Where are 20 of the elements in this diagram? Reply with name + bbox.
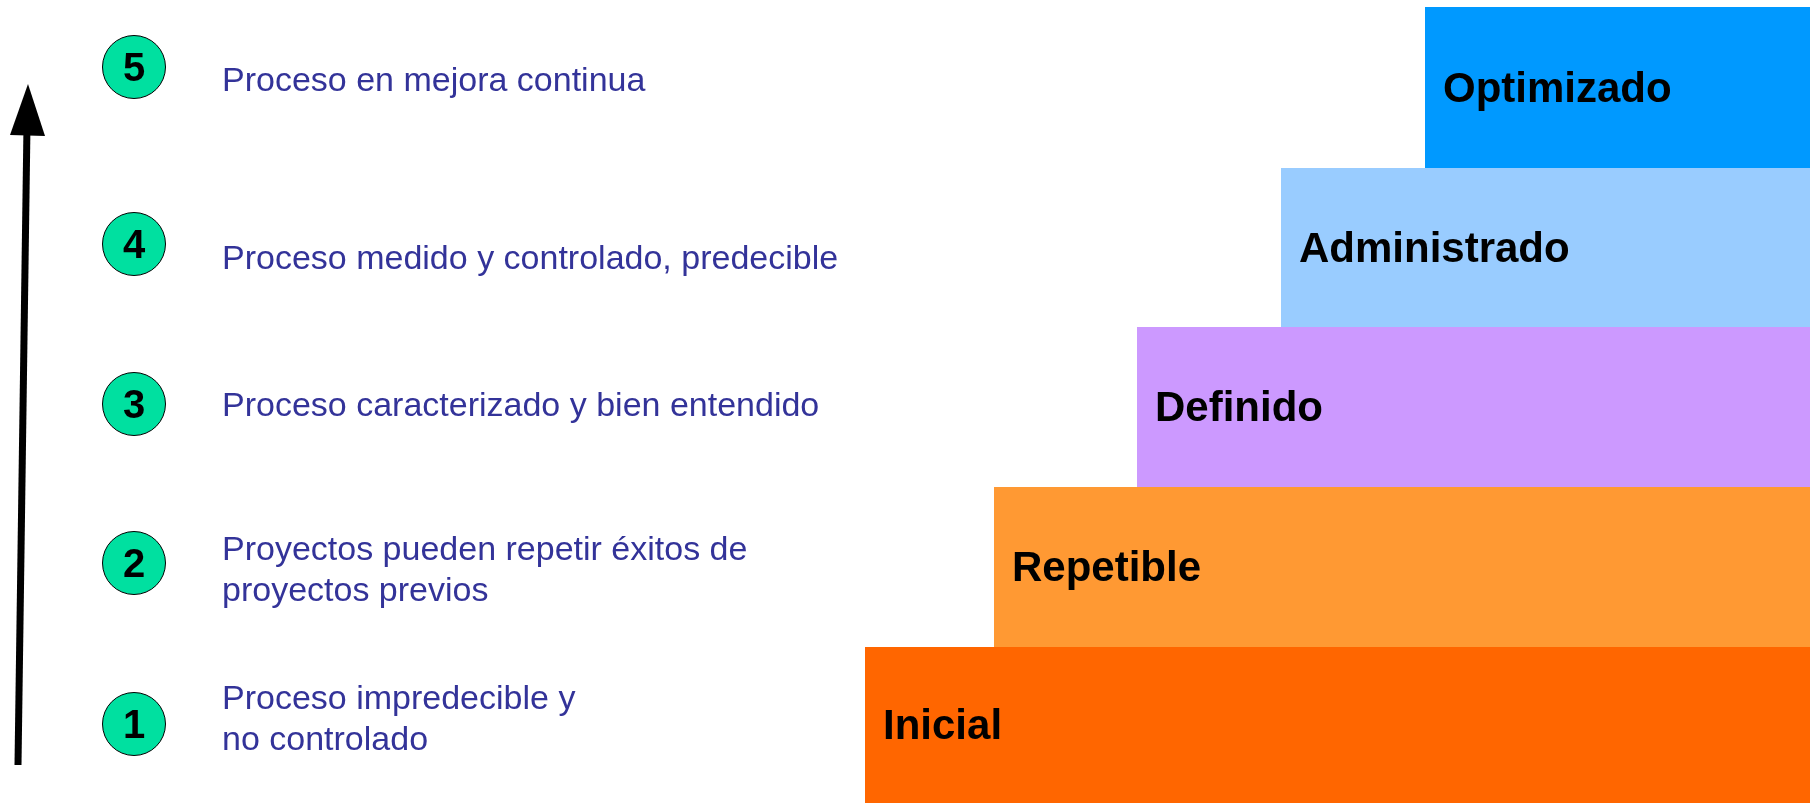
level-description: Proyectos pueden repetir éxitos de proyectos previos [222, 528, 749, 610]
level-number: 1 [122, 704, 146, 744]
maturity-step [994, 487, 1810, 647]
level-number: 2 [122, 543, 146, 583]
level-description: Proceso medido y controlado, predecible [222, 236, 840, 278]
level-name: Inicial [883, 704, 1003, 746]
level-description: Proceso impredecible y no controlado [222, 677, 577, 759]
level-name: Repetible [1012, 546, 1202, 588]
level-number: 3 [122, 384, 146, 424]
level-name: Optimizado [1443, 66, 1672, 109]
maturity-step [865, 647, 1810, 803]
level-number: 5 [122, 47, 146, 87]
level-name: Definido [1155, 386, 1323, 428]
level-number: 4 [122, 224, 146, 264]
level-name: Administrado [1299, 227, 1570, 269]
level-description: Proceso caracterizado y bien entendido [222, 383, 821, 425]
maturity-step [1281, 168, 1810, 328]
maturity-step [1137, 327, 1810, 487]
maturity-step [1425, 7, 1810, 168]
level-description: Proceso en mejora continua [222, 58, 647, 100]
